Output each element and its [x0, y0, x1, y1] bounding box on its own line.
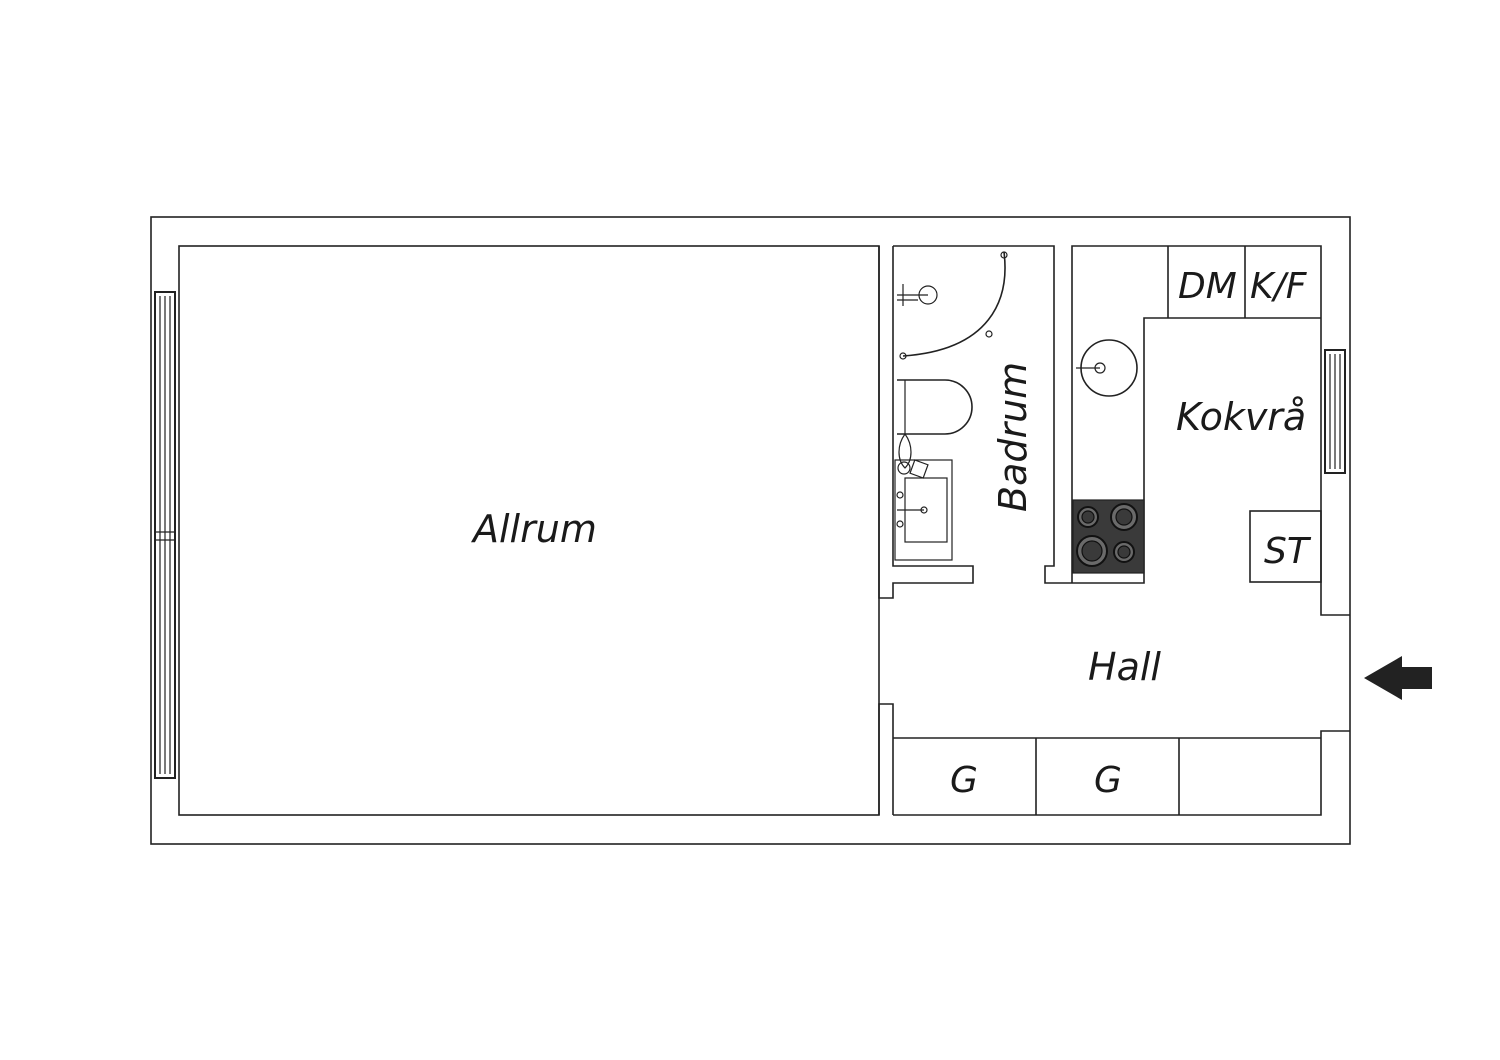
stove-icon: [1072, 499, 1145, 574]
room-label-hall: Hall: [1088, 645, 1161, 689]
hall: G G Hall: [893, 645, 1350, 816]
room-label-kokvra: Kokvrå: [1176, 395, 1306, 439]
bathroom-sink-icon: [894, 432, 953, 561]
window-right: [1324, 349, 1346, 474]
window-left: [154, 291, 176, 779]
room-label-allrum: Allrum: [470, 507, 597, 551]
dishwasher-label: DM: [1178, 266, 1237, 307]
storage-label: ST: [1264, 531, 1312, 572]
storage-cabinet: [1249, 510, 1322, 583]
kitchen-sink-icon: [1076, 339, 1138, 397]
wardrobe-label-1: G: [950, 760, 978, 801]
bathroom: Badrum: [893, 245, 1072, 584]
toilet-icon: [897, 379, 973, 435]
wardrobe-label-2: G: [1094, 760, 1122, 801]
partition-wall-center: [878, 246, 974, 815]
outer-walls: [150, 216, 1351, 845]
room-label-badrum: Badrum: [991, 362, 1035, 512]
shower-icon: [897, 251, 1008, 360]
fridge-freezer-label: K/F: [1250, 266, 1308, 307]
kitchen: DM K/F Kokvrå ST: [1071, 245, 1350, 616]
entrance-arrow-icon: [1364, 656, 1432, 700]
